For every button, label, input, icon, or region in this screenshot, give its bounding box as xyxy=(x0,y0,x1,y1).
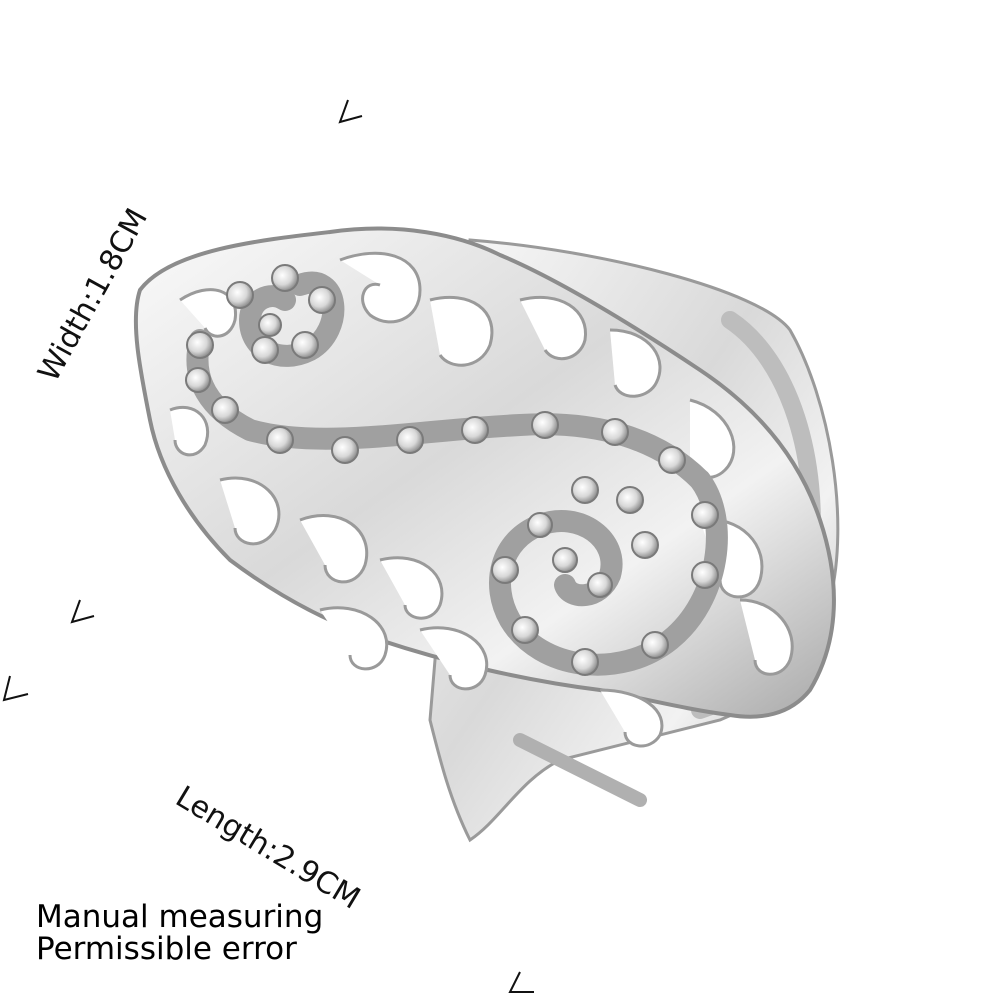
note-permissible-error: Permissible error xyxy=(36,931,297,967)
note-manual-measuring: Manual measuring xyxy=(36,899,324,935)
gem-stones xyxy=(185,264,719,676)
measure-marks xyxy=(2,99,534,993)
gem-scroll-lower xyxy=(489,469,728,676)
